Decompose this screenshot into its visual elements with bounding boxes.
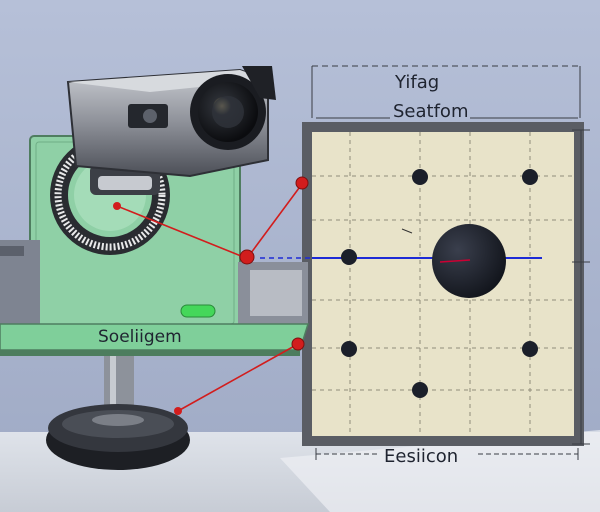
grid-board <box>260 122 584 446</box>
camera <box>66 66 276 195</box>
dimension-lines <box>311 65 590 460</box>
panel-label: Soeliigem <box>98 327 182 347</box>
bottom-label: Eesiicon <box>384 446 459 467</box>
dot <box>522 341 538 357</box>
stage-rail <box>0 240 310 356</box>
status-led <box>180 304 216 318</box>
dot <box>412 382 428 398</box>
title-line-1: Yifag <box>395 72 440 93</box>
dot <box>341 249 357 265</box>
support-post <box>46 356 190 470</box>
target-dot-pointer <box>439 259 471 263</box>
laser-emitters <box>113 176 309 415</box>
small-arrow-mark <box>401 228 413 234</box>
floor-highlight <box>280 430 600 512</box>
laser-lines <box>116 183 303 412</box>
dot <box>522 169 538 185</box>
title-line-2: Seatfom <box>393 101 469 122</box>
target-dot <box>432 224 506 298</box>
dot <box>412 169 428 185</box>
dot <box>341 341 357 357</box>
